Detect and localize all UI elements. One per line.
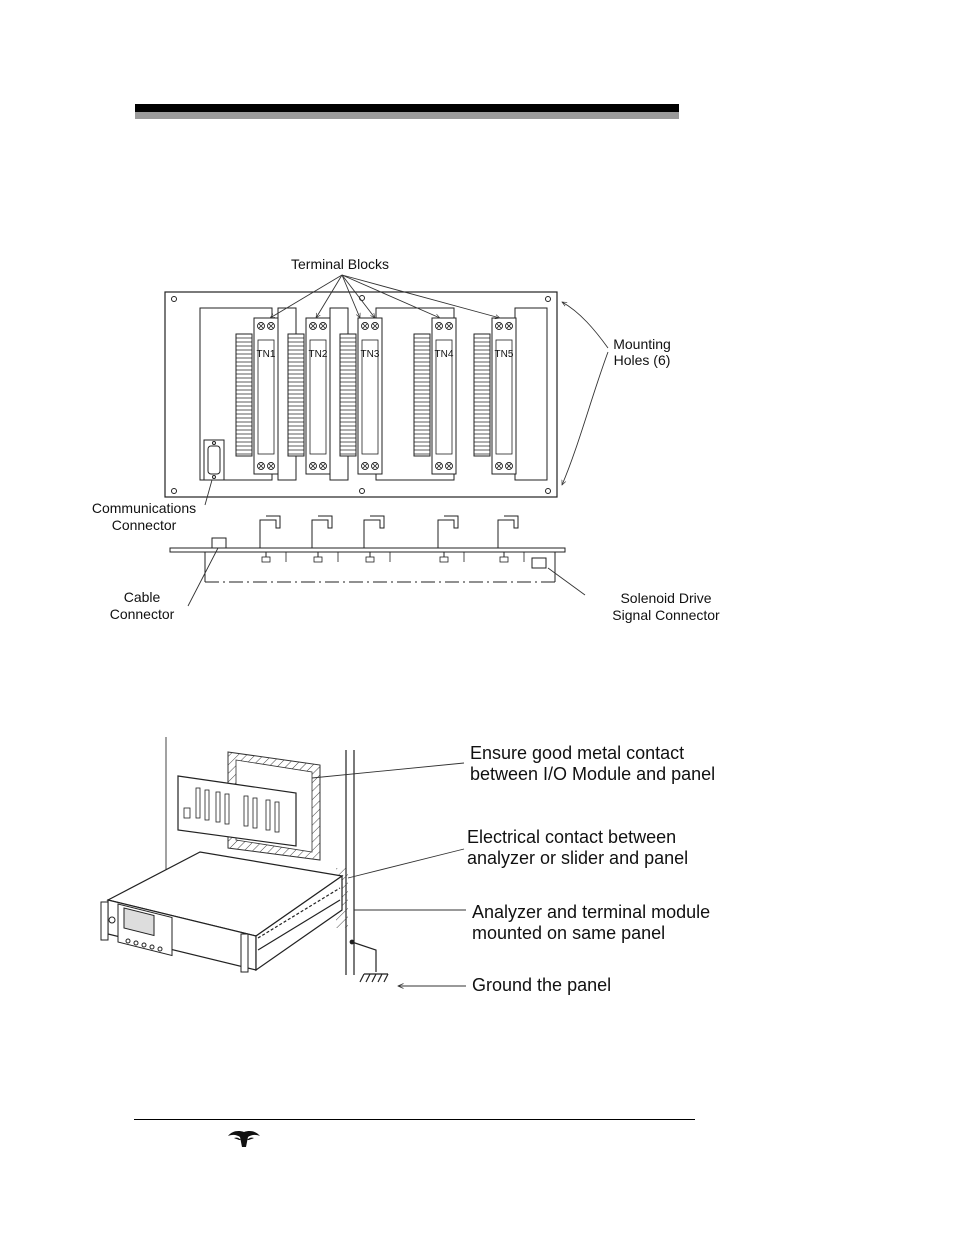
terminal-blocks-callout: Terminal Blocks xyxy=(291,256,390,272)
electrical-contact-note-line1: Electrical contact between xyxy=(467,827,677,847)
analyzer-front-panel xyxy=(100,901,249,973)
same-panel-note-line2: mounted on same panel xyxy=(472,923,666,943)
side-view-blocks xyxy=(259,515,525,563)
header-rule-shadow xyxy=(135,112,679,119)
terminal-blocks: TN1 TN2 TN3 TN4 TN5 xyxy=(235,317,517,475)
terminal-label-5: TN5 xyxy=(495,349,514,360)
module-side-view xyxy=(169,537,566,583)
solenoid-callout-line1: Solenoid Drive xyxy=(620,590,712,606)
terminal-block-1: TN1 xyxy=(235,317,279,475)
terminal-block-4: TN4 xyxy=(413,317,457,475)
terminal-label-4: TN4 xyxy=(435,349,454,360)
side-block-4 xyxy=(437,515,465,563)
terminal-block-3: TN3 xyxy=(339,317,383,475)
mounting-holes-callout-line1: Mounting xyxy=(613,336,671,352)
mounting-holes xyxy=(171,295,551,494)
terminal-label-1: TN1 xyxy=(257,349,276,360)
side-block-2 xyxy=(311,515,339,563)
footer-rule xyxy=(134,1119,695,1120)
callout-lines xyxy=(187,274,609,607)
comm-connector xyxy=(203,439,225,481)
terminal-label-3: TN3 xyxy=(361,349,380,360)
terminal-block-5: TN5 xyxy=(473,317,517,475)
comm-connector-callout-line2: Connector xyxy=(111,517,177,533)
header-rule xyxy=(135,104,679,112)
solenoid-callout-line2: Signal Connector xyxy=(612,607,720,623)
terminal-label-2: TN2 xyxy=(309,349,328,360)
comm-connector-callout-line1: Communications xyxy=(91,500,197,516)
terminal-block-2: TN2 xyxy=(287,317,331,475)
same-panel-note-line1: Analyzer and terminal module xyxy=(472,902,711,922)
cable-connector-callout-line2: Connector xyxy=(109,606,175,622)
side-block-1 xyxy=(259,515,287,563)
teledyne-logo-icon xyxy=(228,1131,260,1147)
ground-symbol xyxy=(349,939,389,983)
metal-contact-note-line2: between I/O Module and panel xyxy=(470,764,716,784)
cable-connector-callout-line1: Cable xyxy=(123,589,161,605)
side-block-5 xyxy=(497,515,525,563)
ground-note: Ground the panel xyxy=(472,975,612,995)
mounting-holes-callout-line2: Holes (6) xyxy=(613,352,671,368)
io-module-terminals xyxy=(183,787,280,833)
side-block-3 xyxy=(363,515,391,563)
electrical-contact-note-line2: analyzer or slider and panel xyxy=(467,848,689,868)
metal-contact-note-line1: Ensure good metal contact xyxy=(470,743,685,763)
